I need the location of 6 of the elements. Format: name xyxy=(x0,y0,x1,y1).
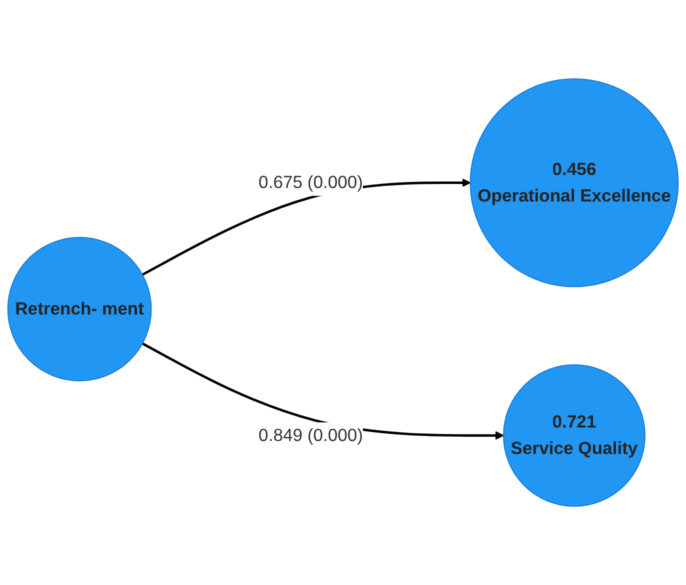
node-circle: Retrench- ment xyxy=(7,236,152,382)
node-circle: 0.456 Operational Excellence xyxy=(470,78,679,288)
edge-label: 0.675 (0.000) xyxy=(258,172,364,192)
arrow xyxy=(142,342,504,440)
edge-label: 0.849 (0.000) xyxy=(258,425,364,445)
node-circle: 0.721 Service Quality xyxy=(503,364,646,507)
